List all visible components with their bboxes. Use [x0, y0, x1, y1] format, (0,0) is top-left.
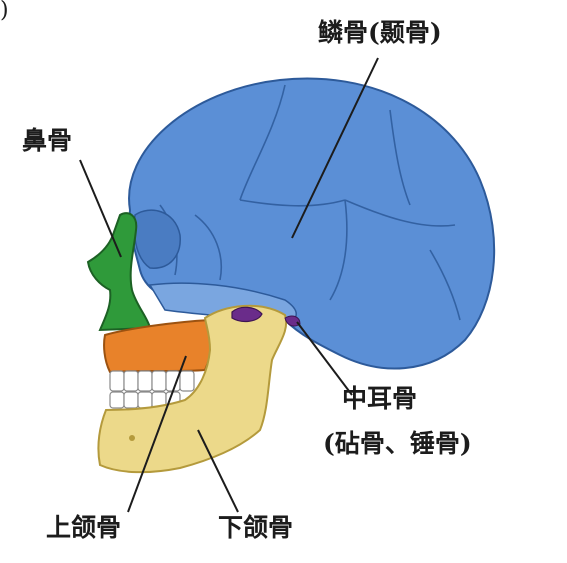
label-squamosal: 鳞骨(颞骨) — [318, 20, 442, 45]
label-middle-ear: 中耳骨 — [342, 386, 417, 411]
leader-nasal — [80, 160, 121, 257]
label-maxilla: 上颌骨 — [46, 515, 121, 540]
label-mandible: 下颌骨 — [218, 515, 293, 540]
label-middle-ear-detail: (砧骨、锤骨) — [323, 431, 472, 456]
mental-foramen — [129, 435, 135, 441]
label-nasal: 鼻骨 — [22, 128, 72, 153]
corner-mark: ) — [0, 0, 9, 22]
